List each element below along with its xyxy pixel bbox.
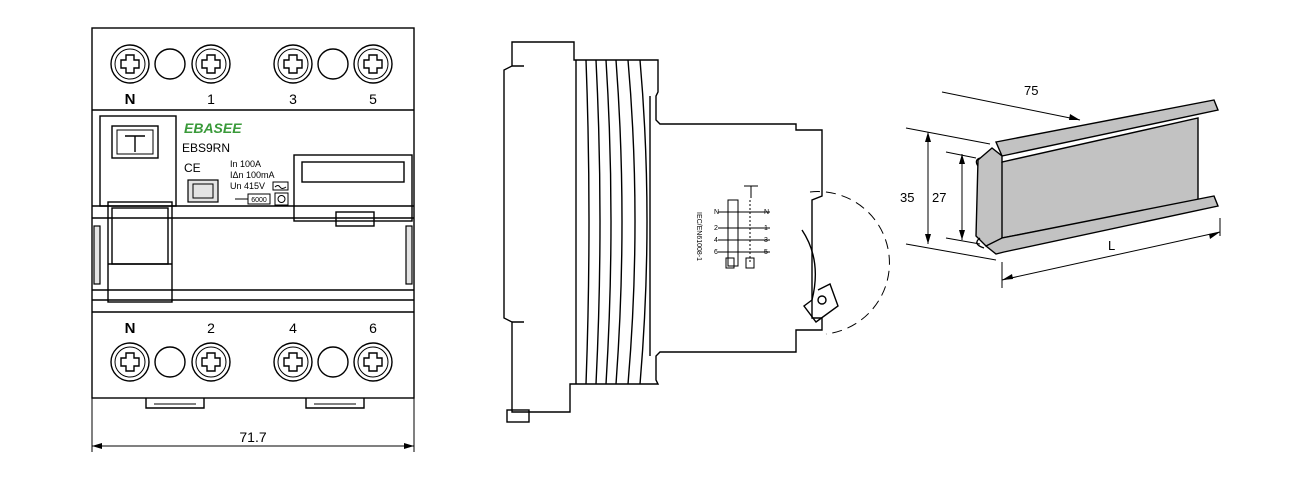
bottom-foot-left — [145, 398, 205, 409]
ce-mark: CE — [184, 161, 201, 175]
ac-symbol-icon — [272, 181, 289, 191]
terminal-screw-icon — [273, 44, 313, 84]
rating-un: Un 415V — [230, 181, 265, 191]
rail-length-dimension: 75 — [1024, 83, 1038, 98]
brand-logo: EBASEE — [184, 120, 242, 136]
bottom-terminals — [110, 342, 393, 382]
top-terminal-label-1: 1 — [207, 91, 215, 107]
side-body-outline — [503, 41, 823, 413]
model-label: EBS9RN — [182, 141, 230, 155]
schematic-label-n-bottom: N — [714, 209, 719, 216]
top-terminals — [110, 44, 393, 84]
indicator-window-icon — [187, 179, 219, 203]
bottom-terminal-label-n: N — [125, 320, 136, 337]
terminal-screw-icon — [110, 44, 150, 84]
bottom-terminal-label-6: 6 — [369, 320, 377, 336]
bottom-foot-right — [305, 398, 365, 409]
terminal-screw-icon — [110, 342, 150, 382]
schematic-label-2: 2 — [714, 225, 718, 232]
schematic-icon — [718, 185, 770, 269]
rail-top-flange — [995, 99, 1219, 157]
schematic-label-3: 3 — [764, 237, 768, 244]
rating-in: In 100A — [230, 159, 261, 169]
toggle-arc — [809, 191, 890, 335]
side-view: N 2 4 6 N 1 3 5 IEC/EN61008-1 — [503, 41, 890, 423]
schematic-label-4: 4 — [714, 237, 718, 244]
terminal-screw-icon — [191, 342, 231, 382]
terminal-hole-icon — [317, 48, 349, 80]
schematic-label-n-top: N — [764, 209, 769, 216]
schematic-label-1: 1 — [764, 225, 768, 232]
bottom-terminal-label-2: 2 — [207, 320, 215, 336]
rail-length-label: L — [1108, 238, 1115, 253]
rating-code: 6000 — [251, 197, 267, 204]
terminal-screw-icon — [273, 342, 313, 382]
toggle-lever-icon — [801, 229, 839, 323]
schematic-label-5: 5 — [764, 249, 768, 256]
top-terminal-label-3: 3 — [289, 91, 297, 107]
width-dimension-label: 71.7 — [239, 429, 266, 445]
schematic-label-6: 6 — [714, 249, 718, 256]
lever-housing — [293, 154, 413, 227]
front-view: N 1 3 5 EBASEE EBS9RN CE In 100A IΔn 100… — [91, 27, 415, 452]
rail-outer-height: 35 — [900, 190, 914, 205]
standard-text: IEC/EN61008-1 — [695, 212, 702, 261]
width-dimension — [91, 398, 415, 452]
bottom-terminal-label-4: 4 — [289, 320, 297, 336]
top-terminal-label-5: 5 — [369, 91, 377, 107]
rating-code-box — [247, 193, 271, 205]
terminal-hole-icon — [154, 48, 186, 80]
terminal-screw-icon — [191, 44, 231, 84]
rating-idn: IΔn 100mA — [230, 170, 275, 180]
terminal-screw-icon — [353, 342, 393, 382]
rail-inner-height: 27 — [932, 190, 946, 205]
top-terminal-label-n: N — [125, 91, 136, 108]
side-clip-tab — [506, 409, 530, 423]
terminal-hole-icon — [317, 346, 349, 378]
terminal-hole-icon — [154, 346, 186, 378]
din-rail: 75 35 27 L — [900, 83, 1221, 288]
test-button-icon — [99, 115, 177, 207]
terminal-screw-icon — [353, 44, 393, 84]
front-body-outline — [91, 27, 415, 399]
ambient-symbol-icon — [274, 192, 289, 206]
din-clip-icon — [93, 201, 413, 303]
